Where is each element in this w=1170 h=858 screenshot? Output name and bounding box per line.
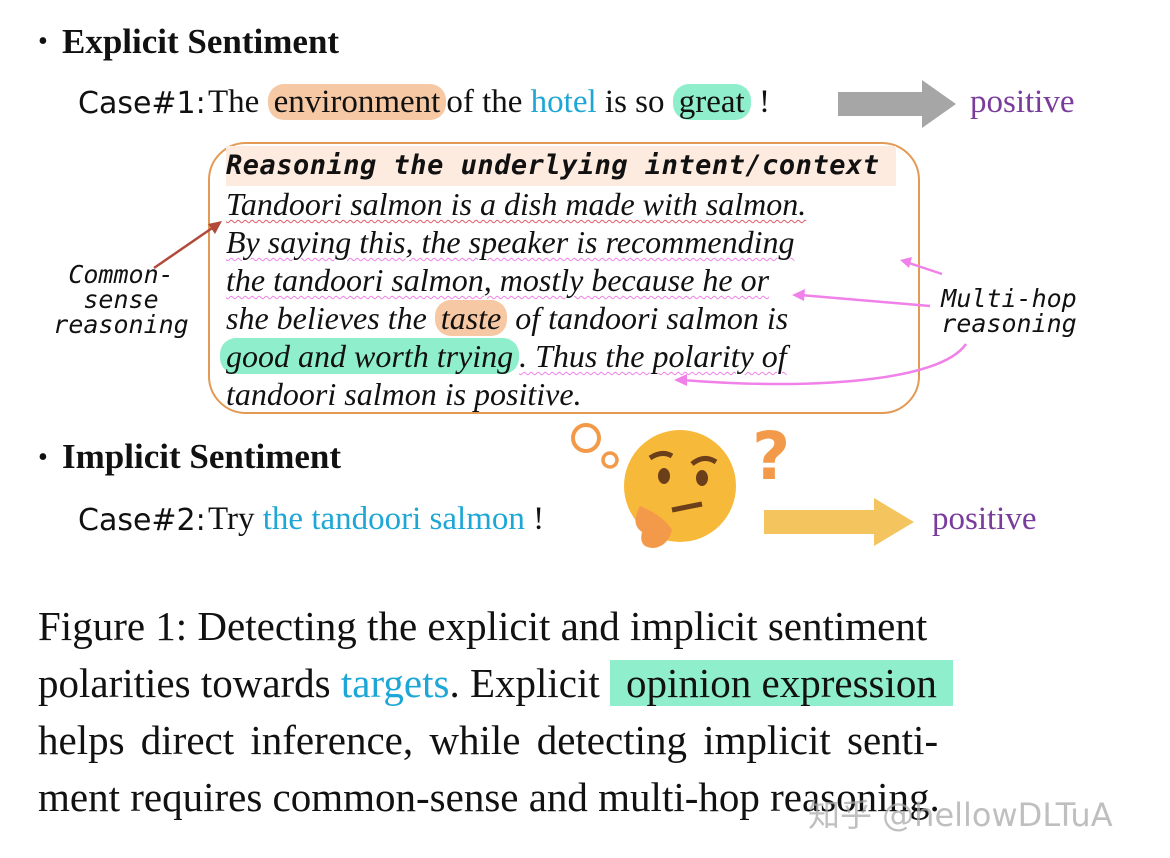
opinion-highlight: great bbox=[672, 84, 751, 120]
words-of-the: of the bbox=[446, 84, 523, 120]
reasoning-box bbox=[208, 142, 920, 414]
caption-line-2a: polarities towards bbox=[38, 660, 331, 706]
target-tandoori-salmon: the tandoori salmon bbox=[262, 501, 525, 537]
case2-label: Case#2: bbox=[78, 503, 206, 538]
exclamation-2: ! bbox=[533, 501, 545, 537]
bullet-explicit: • bbox=[38, 26, 48, 57]
caption-line-4: ment requires common-sense and multi-hop… bbox=[38, 774, 940, 820]
reasoning-line-3-text: the tandoori salmon, mostly because he o… bbox=[226, 262, 770, 298]
reasoning-title: Reasoning the underlying intent/context bbox=[226, 146, 896, 186]
case2-sentence: Try the tandoori salmon ! bbox=[208, 501, 544, 538]
reasoning-line-2: By saying this, the speaker is recommend… bbox=[226, 224, 794, 261]
good-worth-trying-highlight: good and worth trying bbox=[220, 338, 520, 374]
reasoning-line-4: she believes the taste of tandoori salmo… bbox=[226, 300, 788, 337]
common-sense-arrow bbox=[153, 221, 222, 270]
thinking-face-icon bbox=[571, 423, 736, 548]
reasoning-line-4a: she believes the bbox=[226, 300, 427, 336]
note-reasoning-2: reasoning bbox=[941, 309, 1077, 338]
multi-hop-note: Multi-hop reasoning bbox=[934, 286, 1084, 336]
explicit-sentiment-heading: Explicit Sentiment bbox=[62, 22, 340, 61]
common-sense-note: Common- sense reasoning bbox=[40, 262, 202, 337]
reasoning-line-2-text: By saying this, the speaker is recommend… bbox=[226, 224, 795, 260]
words-is-so: is so bbox=[604, 84, 665, 120]
caption-line-1: Figure 1: Detecting the explicit and imp… bbox=[38, 603, 928, 649]
exclamation: ! bbox=[758, 84, 770, 120]
multi-hop-arrows bbox=[674, 257, 968, 386]
reasoning-line-1-text: Tandoori salmon is a dish made with salm… bbox=[226, 186, 807, 222]
note-multi-hop: Multi-hop bbox=[941, 284, 1077, 313]
bullet-implicit: • bbox=[38, 442, 48, 473]
reasoning-line-6: tandoori salmon is positive. bbox=[226, 376, 582, 413]
reasoning-line-4b: of tandoori salmon is bbox=[515, 300, 789, 336]
case1-polarity: positive bbox=[970, 84, 1075, 120]
note-reasoning: reasoning bbox=[53, 310, 189, 339]
reasoning-line-3: the tandoori salmon, mostly because he o… bbox=[226, 262, 769, 299]
taste-highlight: taste bbox=[434, 300, 508, 336]
watermark: 知乎 @hellowDLTuA bbox=[808, 796, 1113, 834]
aspect-highlight: environment bbox=[267, 84, 447, 120]
caption-explicit: . Explicit bbox=[449, 660, 600, 706]
note-sense: sense bbox=[83, 285, 159, 314]
caption-line-2: polarities towards targets. Explicit opi… bbox=[38, 655, 1098, 712]
implicit-sentiment-heading: Implicit Sentiment bbox=[62, 437, 342, 476]
caption-targets: targets bbox=[340, 660, 450, 706]
reasoning-line-1: Tandoori salmon is a dish made with salm… bbox=[226, 186, 806, 223]
question-mark-icon: ? bbox=[752, 418, 791, 495]
implicit-arrow bbox=[764, 498, 914, 546]
reasoning-line-5b: . Thus the polarity of bbox=[519, 338, 787, 374]
case2-polarity: positive bbox=[932, 501, 1037, 537]
reasoning-line-6-text: tandoori salmon is positive. bbox=[226, 376, 582, 412]
target-hotel: hotel bbox=[530, 84, 597, 120]
explicit-arrow bbox=[838, 80, 956, 128]
word-try: Try bbox=[208, 501, 255, 537]
case1-label: Case#1: bbox=[78, 86, 206, 121]
reasoning-line-5: good and worth trying. Thus the polarity… bbox=[220, 338, 787, 375]
word-the: The bbox=[208, 84, 260, 120]
caption-line-3: helps direct inference, while detecting … bbox=[38, 717, 939, 763]
caption-opinion-expression: opinion expression bbox=[610, 660, 953, 706]
